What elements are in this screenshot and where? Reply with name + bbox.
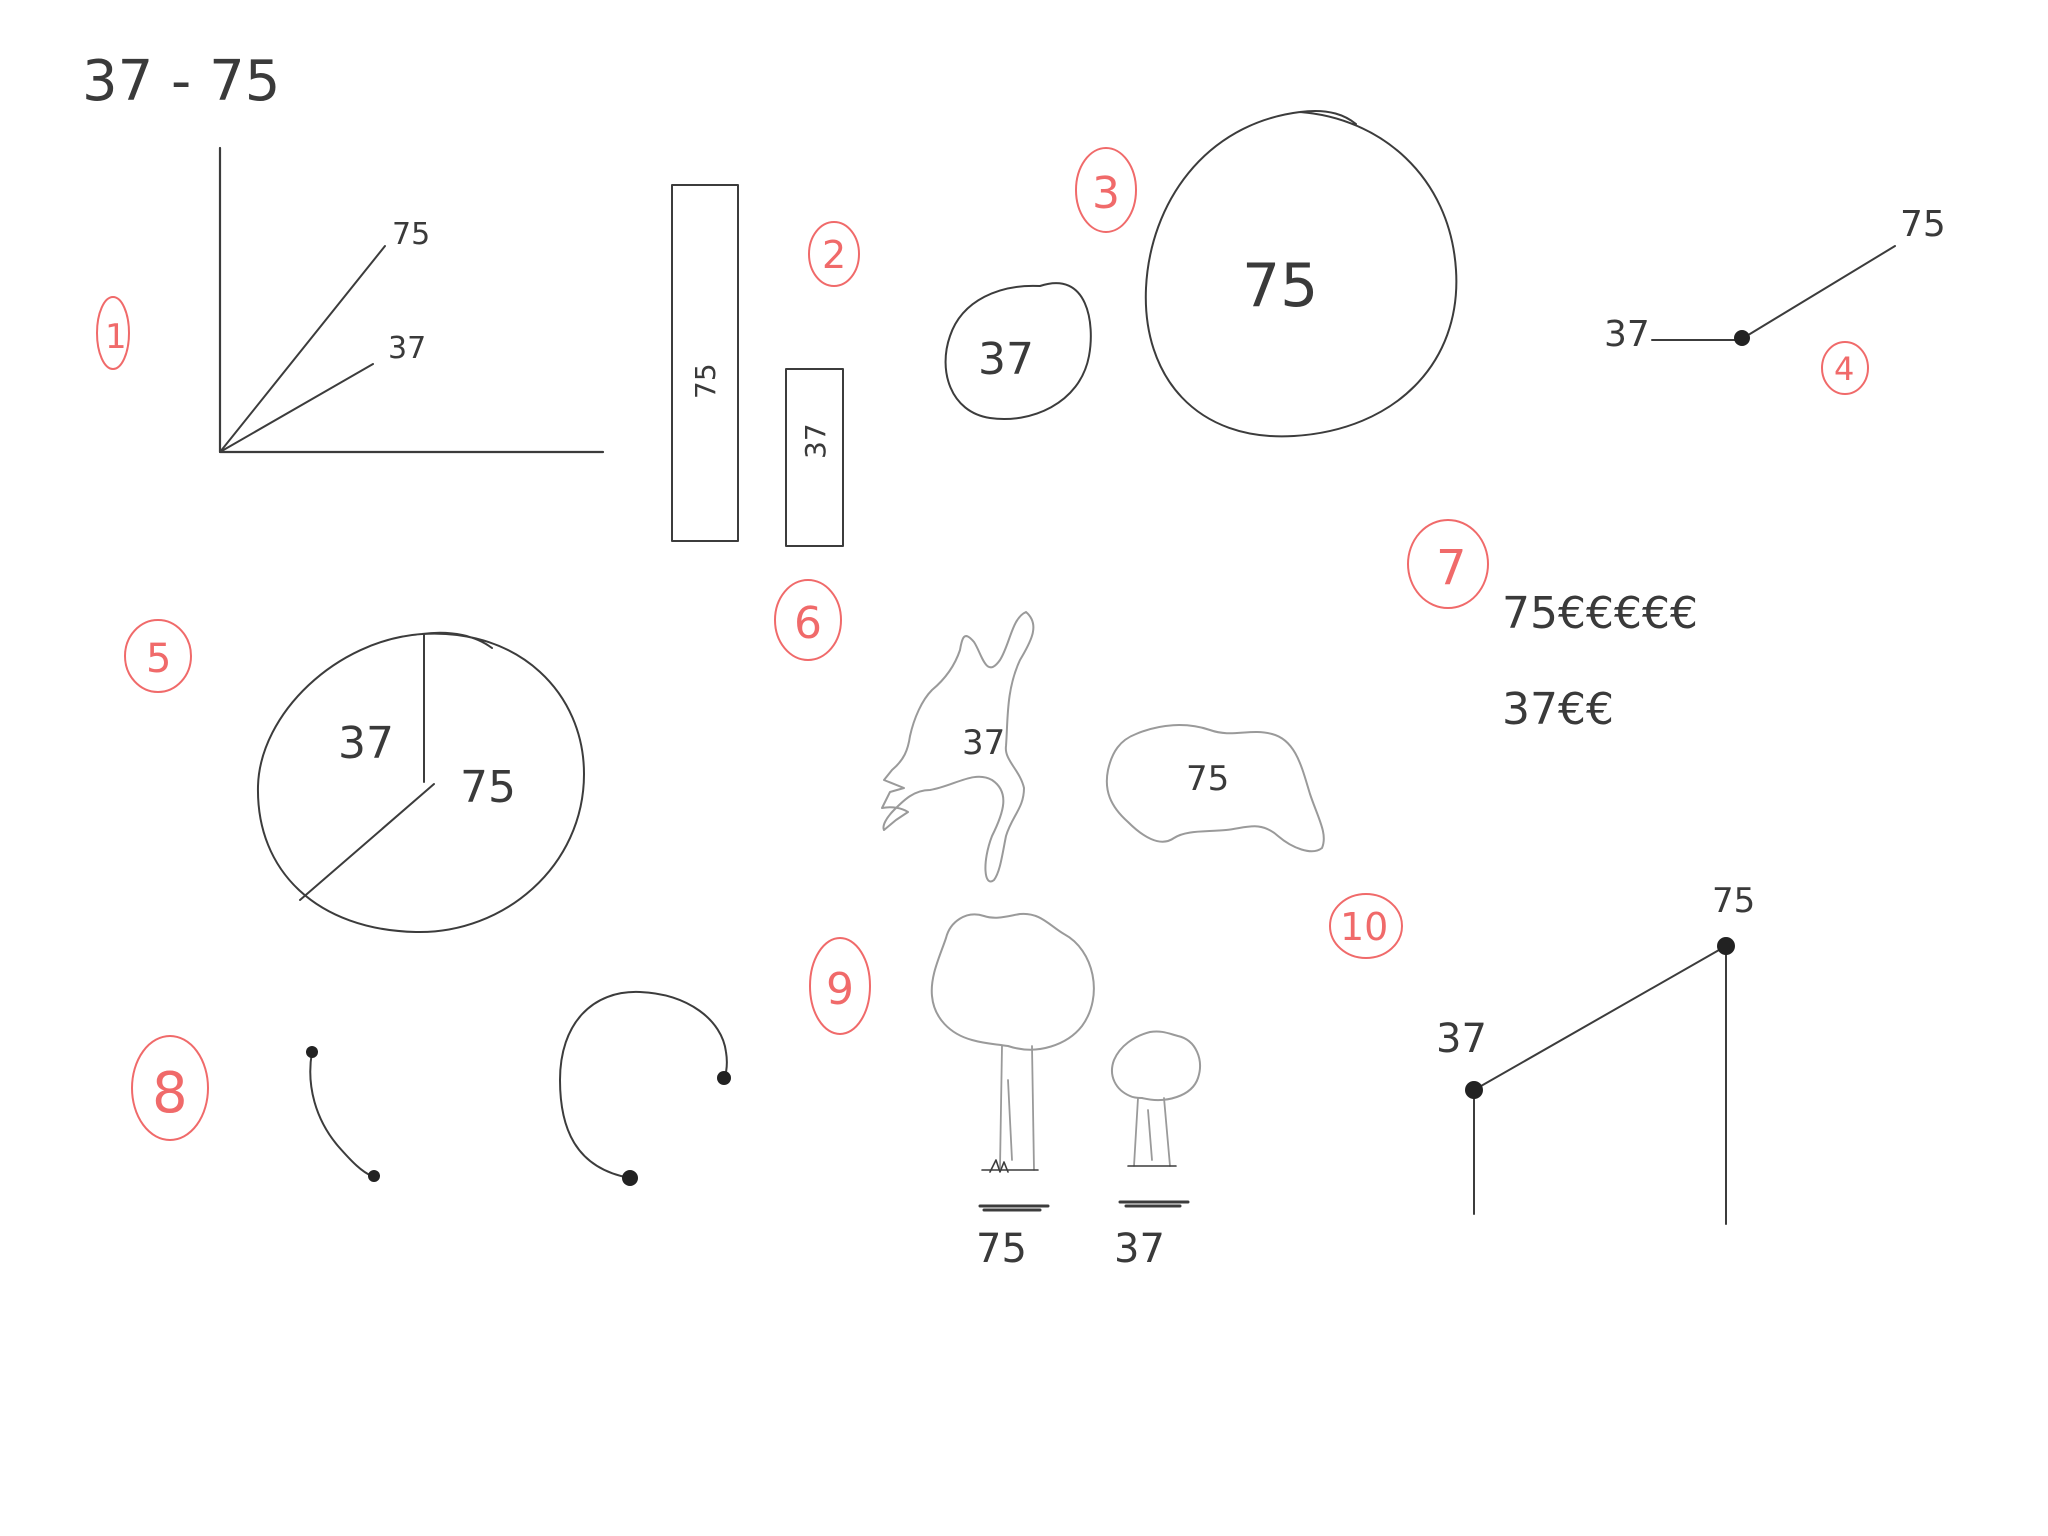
sketch-10-rise-line: 10 37 75 — [1329, 881, 1755, 1225]
bar-37 — [785, 368, 844, 547]
bar-75 — [671, 184, 739, 542]
arc-small-start-dot — [306, 1046, 318, 1058]
sketch-1-label-75: 75 — [392, 217, 430, 252]
sketch-2-number: 2 — [822, 233, 846, 277]
sketch-3-number: 3 — [1092, 168, 1120, 219]
arc-large-end-dot — [717, 1071, 731, 1085]
sketch-10-point-37 — [1465, 1081, 1483, 1099]
sketch-7-row-37: 37€€ — [1502, 684, 1614, 735]
sketch-9-number: 9 — [826, 964, 854, 1015]
sketch-5-label-75: 75 — [460, 762, 516, 813]
sketch-5-number: 5 — [146, 636, 171, 682]
sketch-1-label-37: 37 — [388, 331, 426, 366]
sketch-7-number: 7 — [1436, 540, 1467, 596]
sketch-6-label-75: 75 — [1186, 759, 1229, 799]
sketch-4-slope-line: 4 37 75 — [1604, 204, 1946, 395]
sketch-9-label-75: 75 — [976, 1226, 1027, 1272]
sketch-5-pie-chart: 5 37 75 — [124, 619, 585, 934]
sketch-6-area-shapes: 6 37 75 — [774, 579, 1325, 883]
sketch-3-label-37: 37 — [978, 334, 1034, 385]
sketch-1-angle-chart: 1 75 37 — [96, 146, 605, 454]
sketch-9-trees: 9 75 37 — [809, 912, 1201, 1272]
arc-small-end-dot — [368, 1170, 380, 1182]
sketch-2-bar-chart: 2 75 37 — [671, 184, 860, 547]
sketch-6-number: 6 — [794, 598, 822, 649]
sketch-8-arcs: 8 — [131, 990, 731, 1186]
sketch-7-euro-rows: 7 75€€€€€ 37€€ — [1407, 519, 1698, 735]
sketch-9-label-37: 37 — [1114, 1226, 1165, 1272]
sketch-10-number: 10 — [1340, 905, 1388, 949]
sketch-4-point — [1734, 330, 1750, 346]
page-title: 37 - 75 — [82, 49, 280, 114]
sketch-7-row-75: 75€€€€€ — [1502, 588, 1698, 639]
sketch-2-label-75: 75 — [689, 363, 722, 399]
sketch-8-number: 8 — [152, 1061, 188, 1126]
sketch-1-number: 1 — [105, 317, 127, 357]
sketch-5-label-37: 37 — [338, 718, 394, 769]
sketch-4-label-75: 75 — [1900, 204, 1946, 245]
sketch-4-label-37: 37 — [1604, 314, 1650, 355]
arc-large-start-dot — [622, 1170, 638, 1186]
sketch-10-label-75: 75 — [1712, 881, 1755, 921]
sketch-3-bubble-chart: 3 37 75 — [944, 110, 1458, 438]
sketch-10-point-75 — [1717, 937, 1735, 955]
sketch-6-label-37: 37 — [962, 723, 1005, 763]
sketch-3-label-75: 75 — [1242, 251, 1318, 321]
sketch-2-label-37: 37 — [799, 423, 832, 459]
sketch-4-number: 4 — [1834, 350, 1854, 388]
sketch-10-label-37: 37 — [1436, 1016, 1487, 1062]
